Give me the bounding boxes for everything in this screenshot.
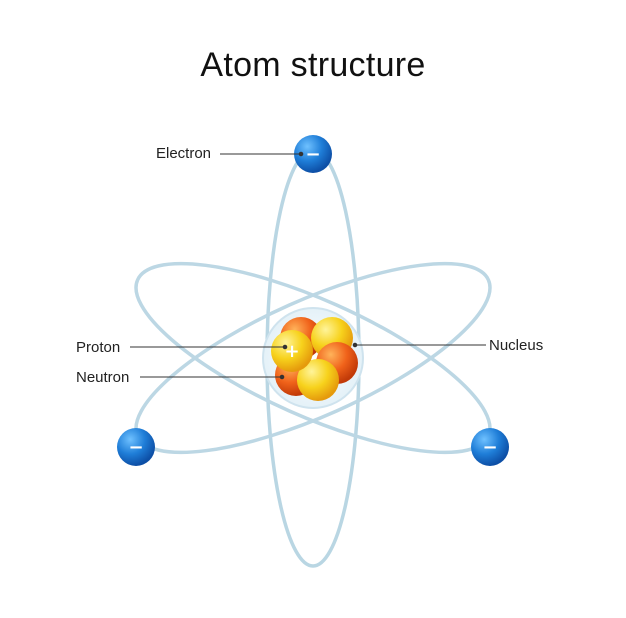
- proton-plus-icon: +: [284, 341, 299, 362]
- neutron-label: Neutron: [76, 369, 130, 386]
- electron-top: −: [294, 135, 332, 173]
- electron-leader-dot: [298, 151, 304, 157]
- neutron-leader-dot: [279, 374, 285, 380]
- proton-particle: [297, 359, 339, 401]
- electron-minus-icon: −: [128, 437, 143, 458]
- electron-label: Electron: [156, 145, 212, 162]
- proton-particle-labeled: [271, 330, 313, 372]
- electron-minus-icon: −: [305, 144, 320, 165]
- nucleus-label: Nucleus: [489, 337, 544, 354]
- nucleus: +: [262, 307, 364, 409]
- electron-left: −: [117, 428, 155, 466]
- proton-leader-dot: [282, 344, 288, 350]
- electron-minus-icon: −: [482, 437, 497, 458]
- proton-label: Proton: [76, 339, 121, 356]
- nucleus-leader-dot: [352, 342, 358, 348]
- electron-right: −: [471, 428, 509, 466]
- leader-lines: [130, 151, 486, 380]
- diagram-title: Atom structure: [200, 46, 426, 84]
